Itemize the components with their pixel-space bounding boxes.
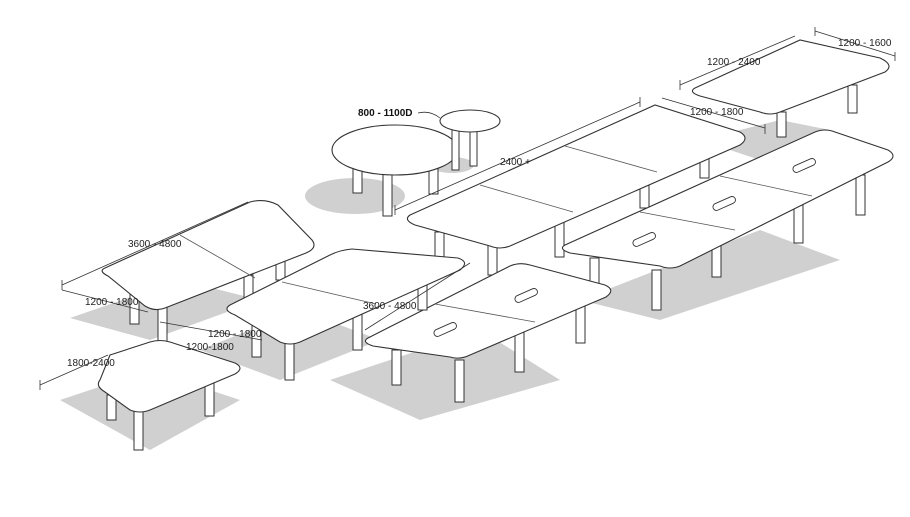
dimension-line (394, 101, 641, 211)
left-mid-width-label: 1200 - 1800 (208, 329, 262, 340)
round-table-top (331, 124, 459, 176)
dimension-line (61, 289, 149, 313)
dimension-labels: 800 - 1100D 1200 - 1600 1200 - 2400 1200… (67, 38, 892, 369)
round-table-small (439, 109, 501, 171)
cable-grommet (792, 158, 816, 173)
dimension-line (39, 354, 109, 386)
table-seam (479, 184, 574, 213)
dimension-line (814, 30, 896, 57)
table-leg (284, 339, 295, 381)
center-length-label: 2400 + (500, 157, 531, 168)
leader-line (417, 111, 441, 119)
cable-grommet (514, 288, 538, 303)
table-leg (776, 111, 787, 138)
table-leg (514, 329, 525, 373)
top-right-length-label: 1200 - 1600 (838, 38, 892, 49)
dimension-line (159, 321, 263, 341)
left-middle-table-top (226, 248, 466, 345)
table-seam (434, 303, 536, 323)
left-top-table (101, 199, 315, 347)
table-leg (469, 129, 478, 167)
round-diameter-label: 800 - 1100D (358, 108, 413, 119)
small-left-table (97, 339, 241, 451)
small-left-table-top (97, 339, 241, 413)
left-top-width-label: 1200 - 1800 (85, 297, 139, 308)
table-leg (434, 231, 445, 258)
top-right-table-top (691, 39, 890, 115)
table-leg (382, 171, 393, 217)
table-seam (281, 281, 377, 305)
left-middle-table (226, 248, 466, 381)
small-length-label: 1800-2400 (67, 358, 115, 369)
dimension-line (364, 262, 471, 331)
mid-length-label: 3600 - 4800 (363, 301, 417, 312)
table-leg (575, 304, 586, 344)
table-leg (651, 269, 662, 311)
table-leg (847, 84, 858, 114)
table-seam (179, 234, 256, 279)
table-leg (451, 127, 460, 171)
round-table-large (331, 124, 459, 217)
right-table-shadow (580, 230, 840, 320)
top-right-width-label: 1200 - 2400 (707, 57, 761, 68)
round-table-shadow (305, 178, 405, 214)
center-long-table (406, 104, 746, 276)
center-long-table-top (406, 104, 746, 249)
right-long-table (561, 129, 894, 311)
middle-table-top (364, 263, 612, 359)
cable-grommet (632, 232, 656, 247)
cable-grommet (712, 196, 736, 211)
table-leg (391, 349, 402, 386)
top-right-table (691, 39, 890, 138)
left-mid-width-alt-label: 1200-1800 (186, 342, 234, 353)
middle-table (364, 263, 612, 403)
table-seam (564, 145, 658, 173)
mid-table-shadow (330, 330, 560, 420)
left-top-length-label: 3600 - 4800 (128, 239, 182, 250)
dimension-line (661, 97, 766, 129)
small-round-table-top (439, 109, 501, 133)
table-seam (639, 211, 736, 231)
table-seam (719, 175, 813, 197)
table-leg (793, 204, 804, 244)
left-top-table-top (101, 199, 315, 311)
dimension-line (679, 35, 796, 86)
dimension-lines (39, 27, 896, 390)
top-right-table-shadow (700, 120, 830, 160)
table-leg (454, 359, 465, 403)
table-leg (855, 174, 866, 216)
center-width-label: 1200 - 1800 (690, 107, 744, 118)
cable-grommet (433, 322, 457, 337)
dimension-line (61, 201, 249, 286)
